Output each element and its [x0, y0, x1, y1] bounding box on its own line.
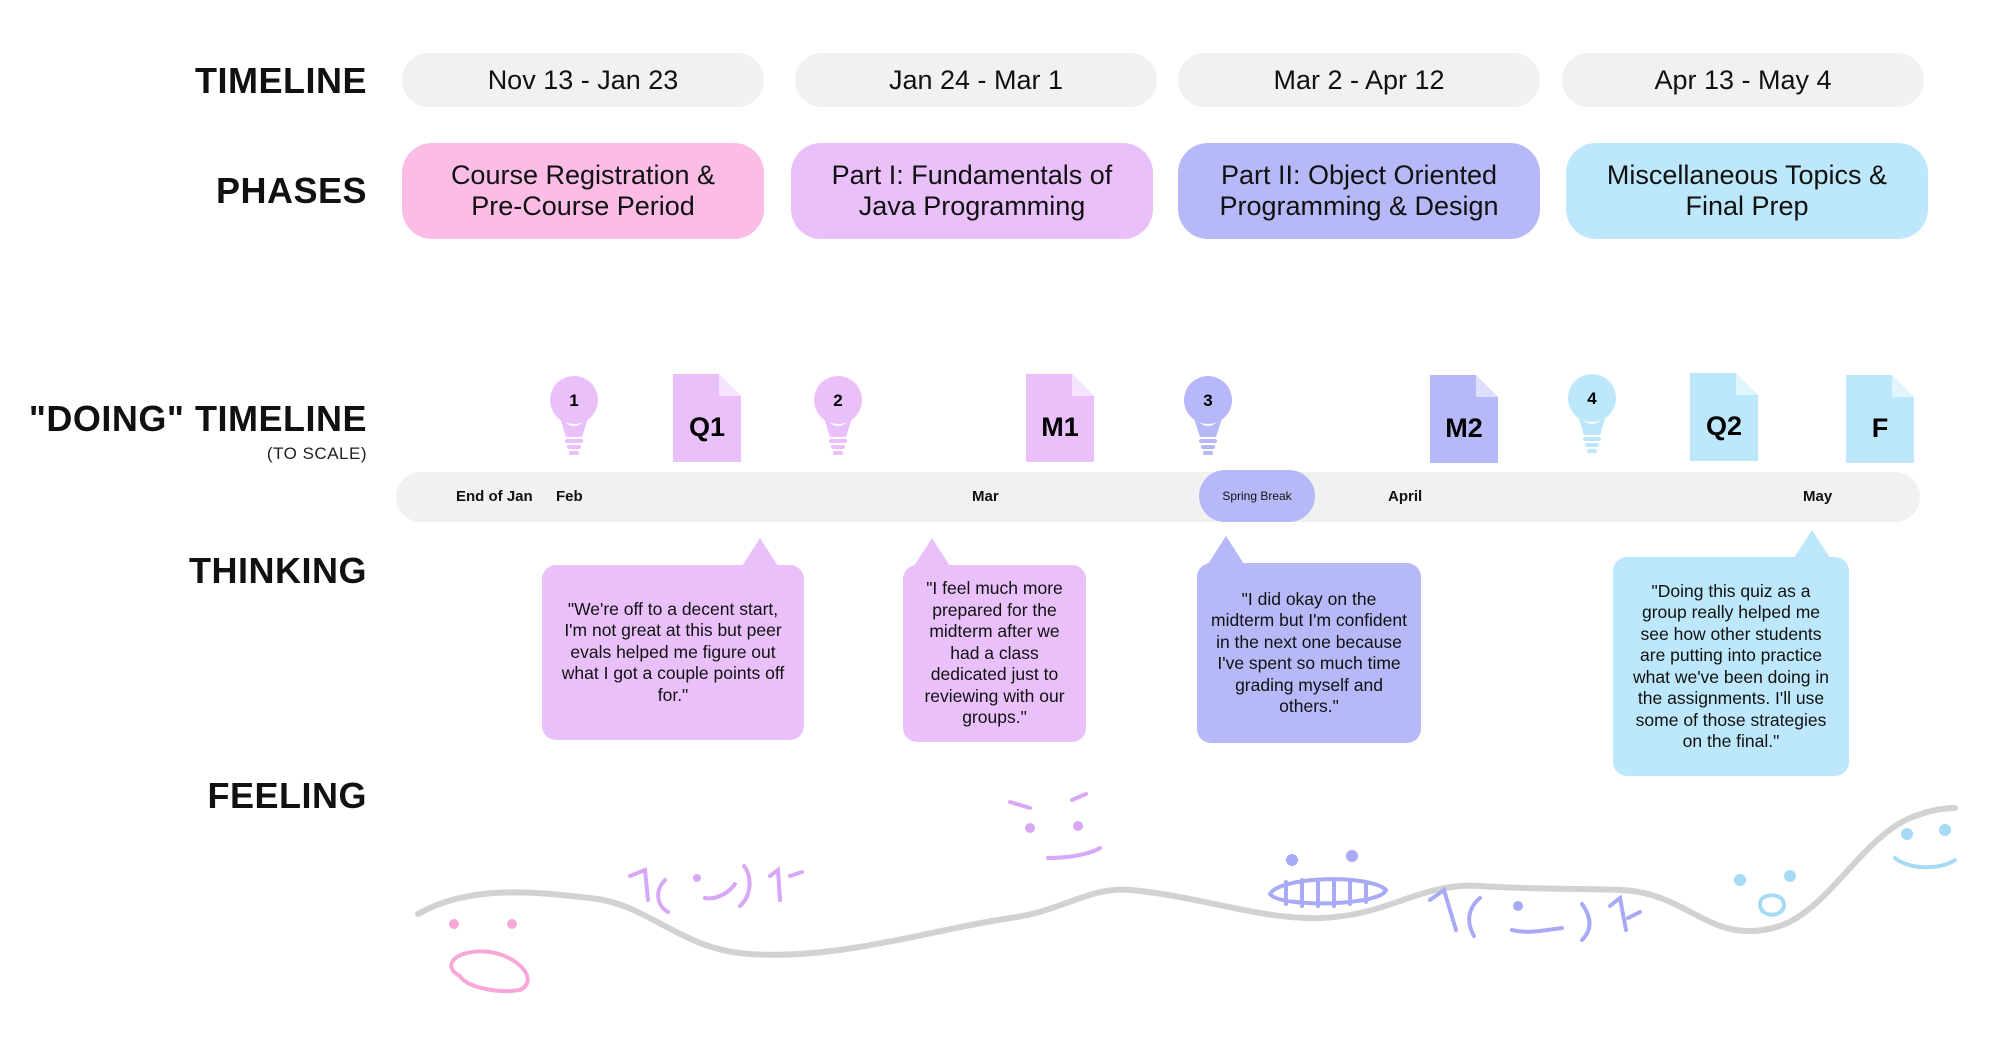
thought-2-pointer: [914, 538, 950, 566]
lightbulb-icon-1: 1: [550, 376, 598, 455]
tick-mar: Mar: [972, 488, 999, 505]
shrug-face-icon: [628, 864, 804, 914]
thought-1-text: "We're off to a decent start, I'm not gr…: [561, 598, 785, 705]
timeline-period-2: Jan 24 - Mar 1: [795, 53, 1157, 107]
surprised-face-icon: [1734, 870, 1796, 917]
thought-1-pointer: [742, 538, 778, 566]
thinking-row-label: THINKING: [189, 550, 367, 591]
phase-3-line-1: Part II: Object Oriented: [1220, 160, 1498, 190]
document-icon-m2: M2: [1430, 375, 1498, 463]
doing-timeline-row-label: "DOING" TIMELINE: [28, 398, 367, 439]
phase-4: Miscellaneous Topics &Final Prep: [1566, 143, 1928, 239]
tick-feb: Feb: [556, 488, 583, 505]
assessment-label: M1: [1041, 412, 1079, 442]
lightbulb-number: 1: [569, 391, 578, 410]
tick-april: April: [1388, 488, 1423, 505]
lightbulb-icon-4: 4: [1568, 374, 1616, 453]
timeline-period-1: Nov 13 - Jan 23: [402, 53, 764, 107]
timeline-period-3: Mar 2 - Apr 12: [1178, 53, 1540, 107]
thought-bubble-1: "We're off to a decent start, I'm not gr…: [542, 565, 804, 740]
assessment-label: F: [1872, 413, 1889, 443]
phase-2-line-1: Part I: Fundamentals of: [831, 160, 1113, 190]
document-icon-final: F: [1846, 375, 1914, 463]
assessment-label: M2: [1445, 413, 1483, 443]
thought-bubble-4: "Doing this quiz as a group really helpe…: [1613, 557, 1849, 776]
document-icon-q2: Q2: [1690, 373, 1758, 461]
feeling-area: [415, 792, 1958, 993]
timeline-period-4: Apr 13 - May 4: [1562, 53, 1924, 107]
worried-face-icon: [449, 919, 530, 993]
feeling-curve: [415, 805, 1958, 958]
feeling-row-label: FEELING: [207, 775, 367, 816]
phase-1: Course Registration &Pre-Course Period: [402, 143, 764, 239]
thought-bubble-2: "I feel much more prepared for the midte…: [903, 565, 1086, 742]
thought-3-pointer: [1208, 536, 1244, 564]
phase-2-line-2: Java Programming: [858, 191, 1086, 221]
to-scale-note: (TO SCALE): [266, 444, 367, 463]
timeline-row-label: TIMELINE: [195, 60, 367, 101]
doing-timeline-axis: [396, 472, 1920, 522]
phases-row-label: PHASES: [215, 170, 367, 211]
document-icon-q1: Q1: [673, 374, 741, 462]
phase-1-line-1: Course Registration &: [450, 160, 716, 190]
thought-3-text: "I did okay on the midterm but I'm confi…: [1211, 588, 1407, 717]
lightbulb-icon-3: 3: [1184, 376, 1232, 455]
phase-4-line-2: Final Prep: [1685, 191, 1809, 221]
lightbulb-number: 4: [1587, 389, 1597, 408]
tick-may: May: [1803, 488, 1833, 505]
thought-2-text: "I feel much more prepared for the midte…: [924, 578, 1065, 728]
phase-1-line-2: Pre-Course Period: [471, 191, 695, 221]
tick-end-of-jan: End of Jan: [456, 488, 533, 505]
lightbulb-icon-2: 2: [814, 376, 862, 455]
assessment-label: Q2: [1706, 411, 1742, 441]
spring-break-label: Spring Break: [1222, 489, 1292, 503]
thought-4-pointer: [1794, 530, 1830, 558]
shrug-face-icon-2: [1428, 886, 1642, 942]
phase-3-line-2: Programming & Design: [1219, 191, 1499, 221]
smirk-face-icon: [1008, 792, 1102, 860]
thought-bubble-3: "I did okay on the midterm but I'm confi…: [1197, 563, 1421, 743]
happy-face-icon: [1893, 824, 1957, 870]
thought-4-text: "Doing this quiz as a group really helpe…: [1633, 580, 1829, 752]
phase-4-line-1: Miscellaneous Topics &: [1606, 160, 1888, 190]
lightbulb-number: 2: [833, 391, 842, 410]
spring-break-marker: Spring Break: [1199, 470, 1315, 522]
grimace-face-icon: [1267, 850, 1389, 908]
document-icon-m1: M1: [1026, 374, 1094, 462]
lightbulb-number: 3: [1203, 391, 1212, 410]
assessment-label: Q1: [689, 412, 725, 442]
